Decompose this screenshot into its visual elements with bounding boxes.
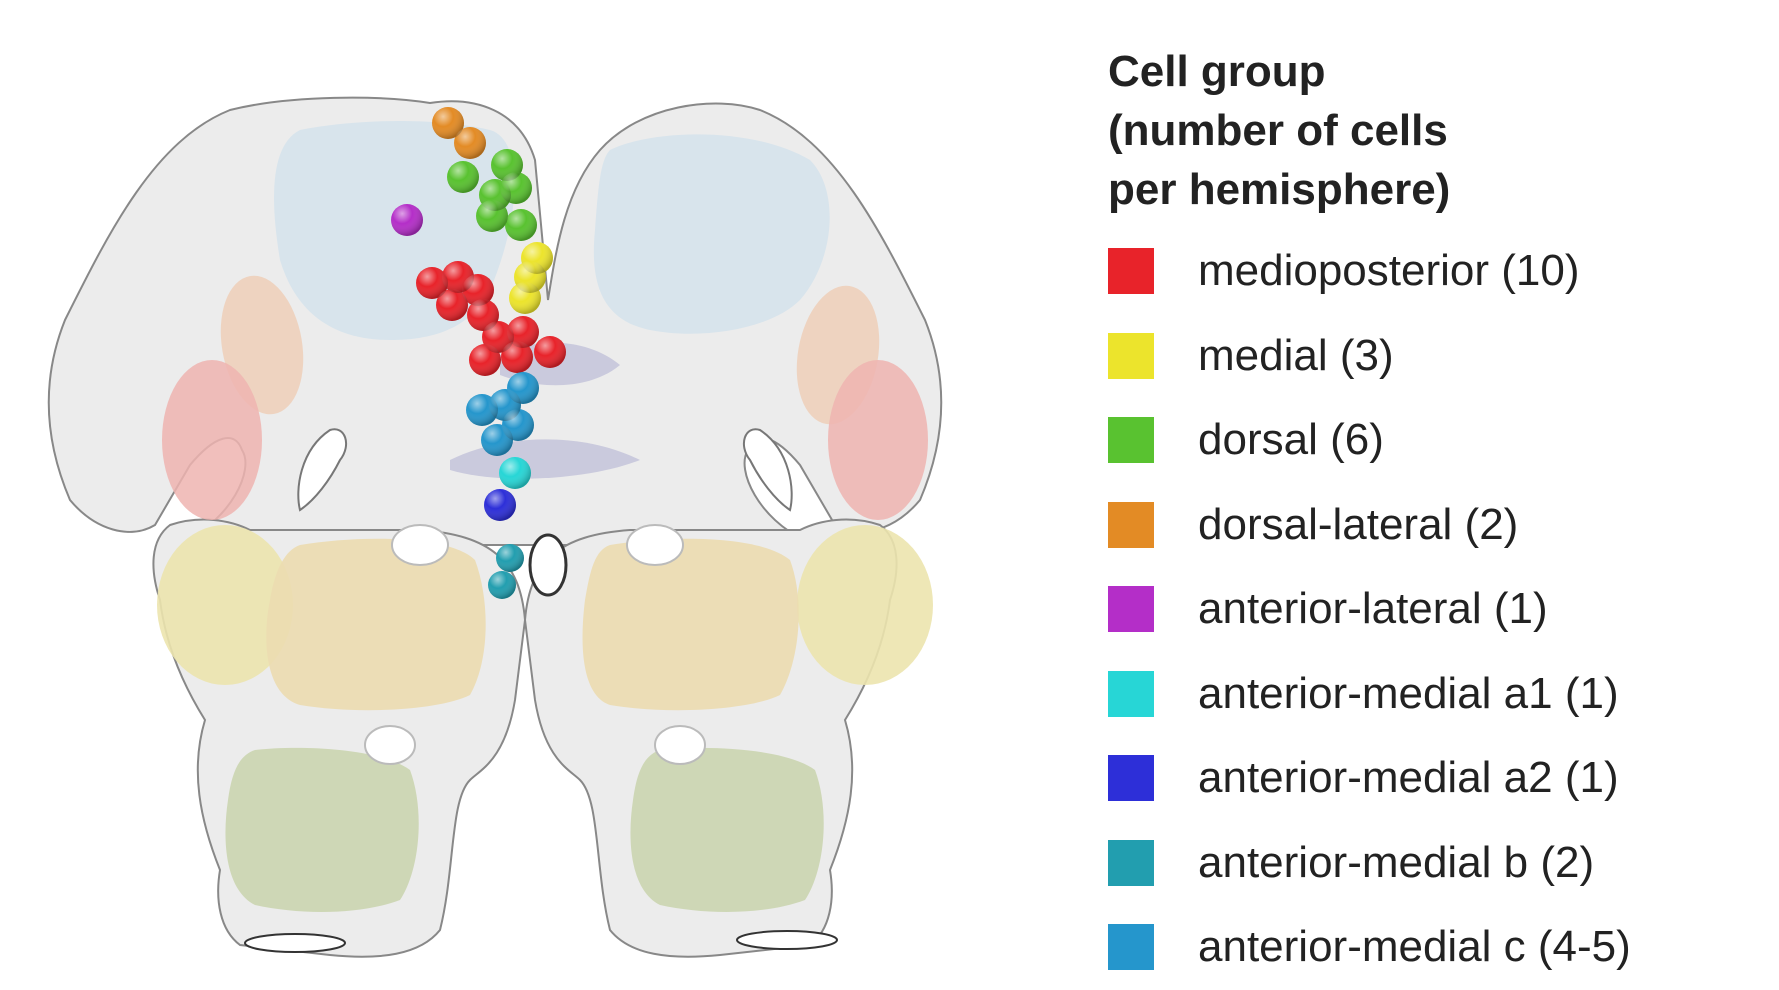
oval-mid-left bbox=[364, 725, 416, 765]
cell-shading bbox=[391, 107, 566, 599]
legend-swatch bbox=[1108, 501, 1154, 548]
legend-swatch bbox=[1108, 586, 1154, 633]
legend-swatch bbox=[1108, 924, 1154, 971]
legend-swatch bbox=[1108, 670, 1154, 717]
legend-item: dorsal (6) bbox=[1108, 398, 1748, 483]
oval-top-right bbox=[626, 524, 684, 566]
legend-swatch bbox=[1108, 755, 1154, 802]
legend-swatch bbox=[1108, 839, 1154, 886]
notch-right bbox=[742, 428, 793, 512]
legend-item: medioposterior (10) bbox=[1108, 229, 1748, 314]
legend-swatch bbox=[1108, 417, 1154, 464]
legend-title-line: (number of cells bbox=[1108, 106, 1448, 155]
legend-label: anterior-lateral (1) bbox=[1198, 584, 1548, 634]
legend-item: medial (3) bbox=[1108, 314, 1748, 399]
legend-label: medioposterior (10) bbox=[1198, 246, 1580, 296]
legend-label: dorsal (6) bbox=[1198, 415, 1384, 465]
legend-item: anterior-medial a1 (1) bbox=[1108, 652, 1748, 737]
legend-item: anterior-medial c (4-5) bbox=[1108, 905, 1748, 990]
pink-region-left bbox=[162, 360, 262, 520]
green-region-right bbox=[630, 747, 824, 912]
brain-diagram bbox=[47, 96, 943, 958]
legend-label: anterior-medial b (2) bbox=[1198, 837, 1595, 887]
oval-mid-right bbox=[654, 725, 706, 765]
notch-left bbox=[297, 428, 348, 512]
legend-label: dorsal-lateral (2) bbox=[1198, 499, 1519, 549]
legend-item: anterior-lateral (1) bbox=[1108, 567, 1748, 652]
legend-title: Cell group (number of cells per hemisphe… bbox=[1108, 42, 1748, 219]
pink-region-right bbox=[828, 360, 928, 520]
central-hole bbox=[528, 533, 568, 597]
legend-label: anterior-medial a2 (1) bbox=[1198, 753, 1619, 803]
yellow-lateral-left bbox=[157, 525, 293, 685]
legend-title-line: Cell group bbox=[1108, 47, 1326, 96]
legend-item: anterior-medial b (2) bbox=[1108, 821, 1748, 906]
tan-region-right bbox=[582, 538, 799, 711]
legend-label: anterior-medial c (4-5) bbox=[1198, 922, 1631, 972]
legend-label: medial (3) bbox=[1198, 330, 1394, 380]
legend-label: anterior-medial a1 (1) bbox=[1198, 668, 1619, 718]
legend-item: anterior-medial a2 (1) bbox=[1108, 736, 1748, 821]
legend-items: medioposterior (10) medial (3) dorsal (6) d… bbox=[1108, 229, 1748, 990]
cell-dots bbox=[391, 107, 566, 599]
upper-lobe-right bbox=[593, 134, 830, 334]
legend: Cell group (number of cells per hemisphe… bbox=[1108, 42, 1748, 990]
oval-top-left bbox=[391, 524, 449, 566]
green-region-left bbox=[225, 747, 419, 912]
legend-swatch bbox=[1108, 248, 1154, 295]
yellow-lateral-right bbox=[797, 525, 933, 685]
foot-oval-left bbox=[244, 933, 346, 953]
tan-region-left bbox=[266, 538, 486, 711]
legend-item: dorsal-lateral (2) bbox=[1108, 483, 1748, 568]
legend-title-line: per hemisphere) bbox=[1108, 165, 1451, 214]
brain-regions bbox=[157, 121, 933, 953]
legend-swatch bbox=[1108, 332, 1154, 379]
foot-oval-right bbox=[736, 930, 838, 950]
